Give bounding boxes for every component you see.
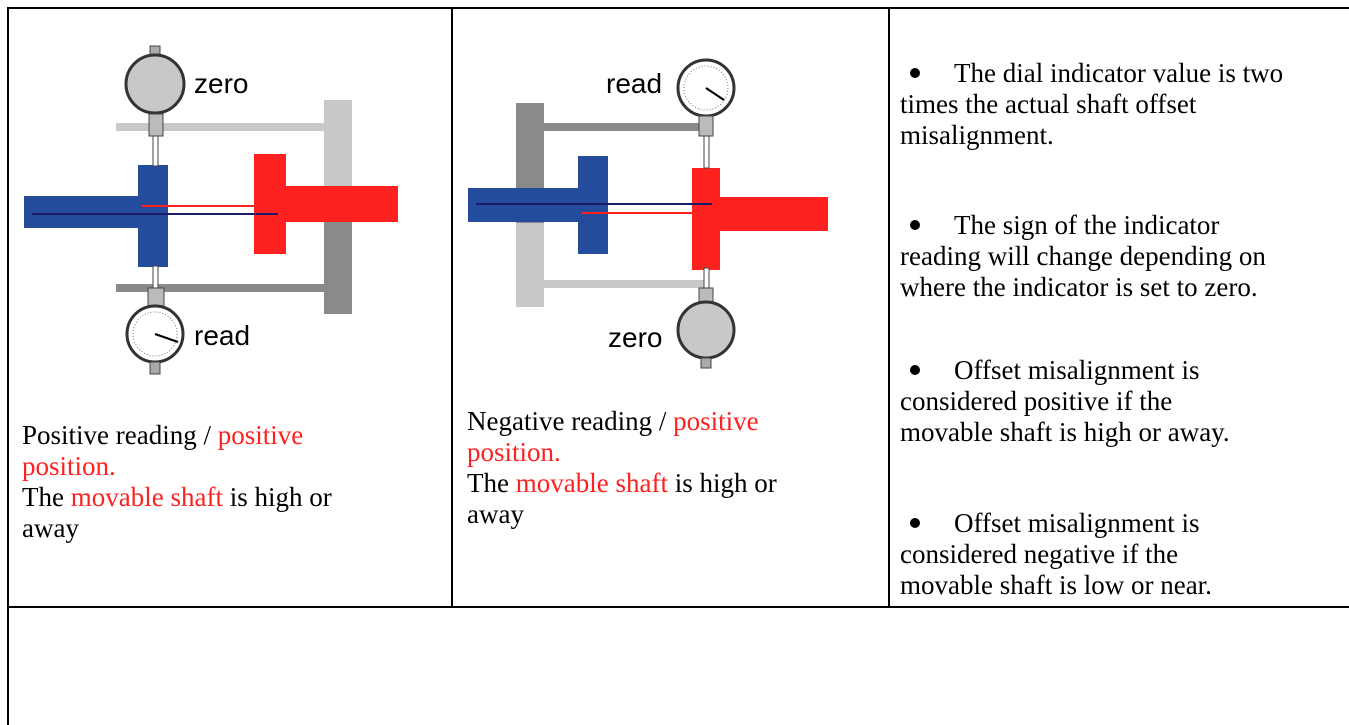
movable-shaft [714, 197, 828, 231]
empty-table-row [9, 608, 1349, 725]
zero-label: zero [194, 68, 249, 99]
bracket-upper [542, 123, 706, 131]
zero-label: zero [608, 322, 663, 353]
bracket-lower [542, 280, 706, 288]
row-divider [7, 606, 1349, 608]
bracket-upper [116, 123, 350, 131]
bullet-item: Offset misalignment is considered positi… [900, 355, 1230, 447]
dial-indicator-zero-icon [676, 300, 736, 360]
column-divider-2 [888, 7, 890, 608]
bullet-item: The sign of the indicator reading will c… [900, 210, 1266, 302]
column-divider-1 [451, 7, 453, 608]
bracket-lower [116, 284, 326, 292]
diagram-negative-reading [468, 58, 828, 369]
bullet-item: The dial indicator value is two times th… [900, 58, 1284, 150]
bullet-item: Offset misalignment is considered negati… [900, 508, 1212, 600]
bracket-post-lower [324, 220, 352, 314]
read-label: read [606, 68, 663, 99]
stationary-coupling [138, 165, 168, 267]
bullet-dot-icon [910, 219, 920, 230]
bullet-dot-icon [910, 364, 920, 375]
read-label: read [194, 320, 251, 351]
movable-shaft [280, 186, 398, 222]
bullet-dot-icon [910, 517, 920, 528]
table-frame [7, 7, 1349, 725]
dial-indicator-zero-icon [124, 53, 186, 115]
bullet-dot-icon [910, 67, 920, 78]
caption-negative-reading: Negative reading / positive position. Th… [467, 406, 777, 529]
diagram-positive-reading [24, 45, 398, 375]
caption-positive-reading: Positive reading / positive position. Th… [22, 420, 332, 543]
